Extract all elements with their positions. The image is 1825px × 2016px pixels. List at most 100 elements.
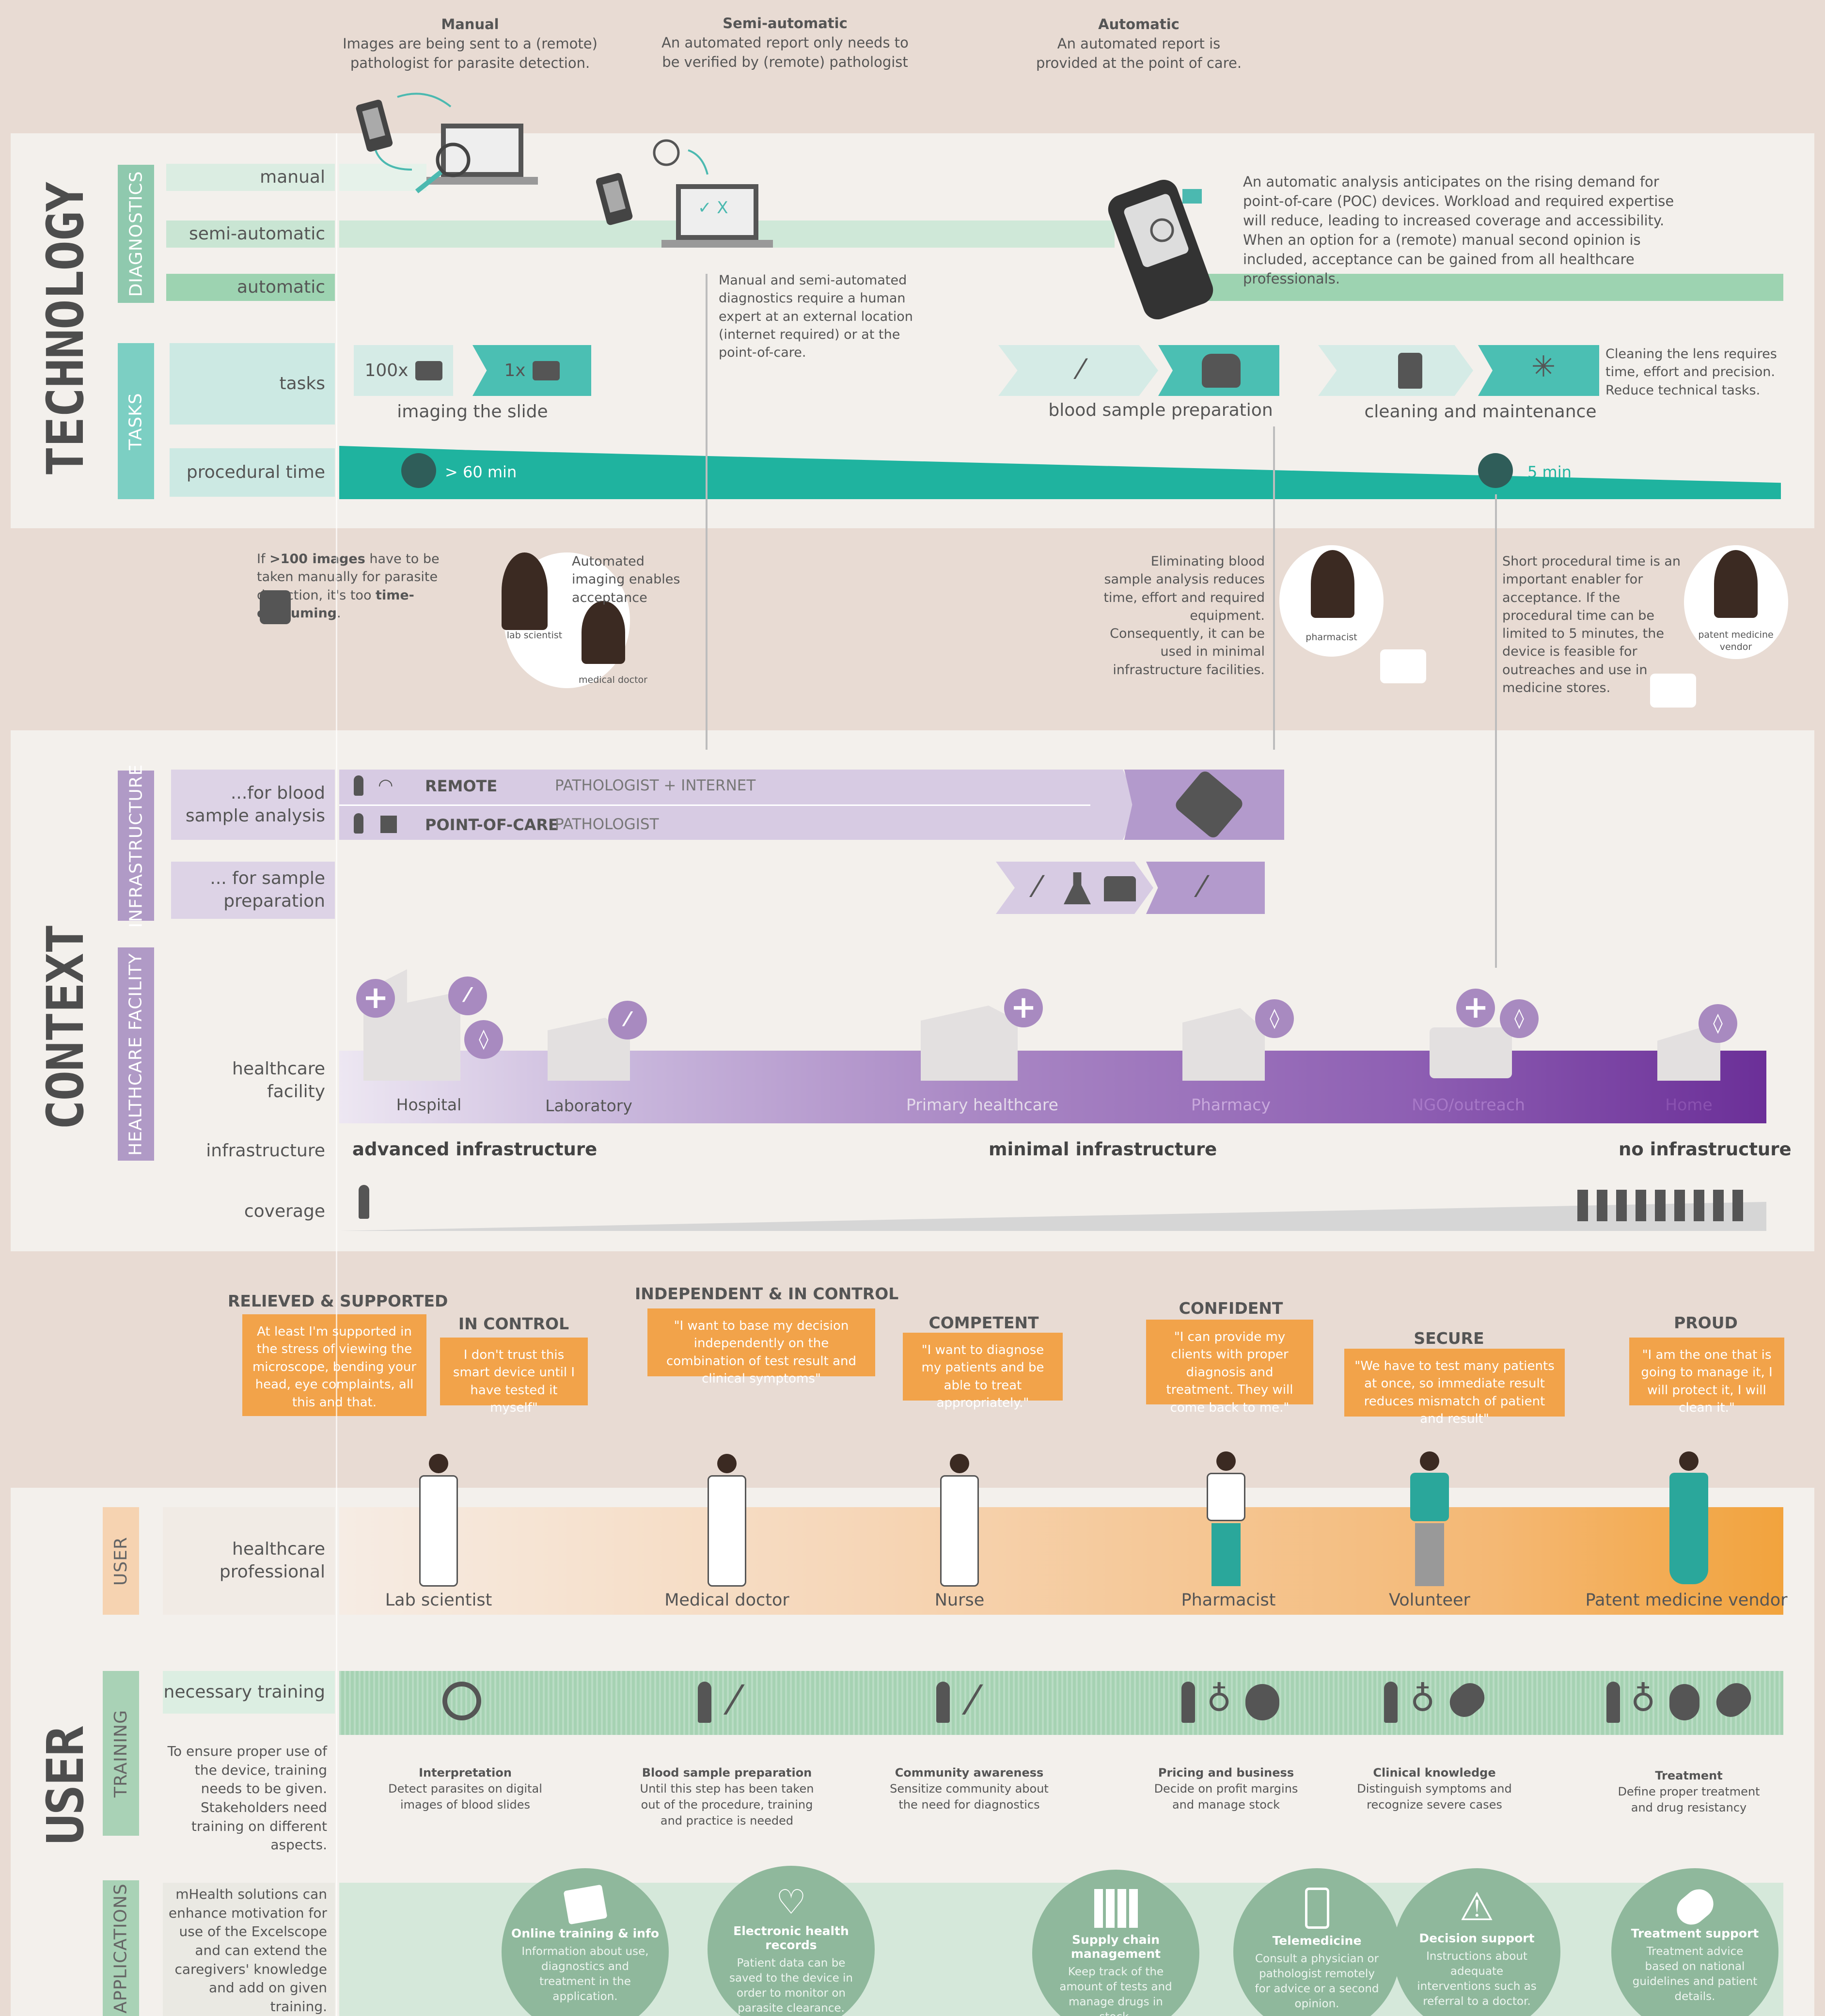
manual-device-icon bbox=[356, 93, 538, 193]
prof-pharmacist: Pharmacist bbox=[1181, 1591, 1276, 1610]
task-1x: 1x bbox=[472, 345, 591, 396]
person-icon bbox=[1384, 1682, 1398, 1723]
training-note: To ensure proper use of the device, trai… bbox=[167, 1743, 327, 1853]
coverage-label: coverage bbox=[244, 1201, 325, 1221]
technology-title: TECHNOLOGY bbox=[36, 182, 95, 477]
vendor-portrait bbox=[1714, 550, 1758, 618]
pill-icon: ◊ bbox=[1699, 1004, 1737, 1043]
coins-icon bbox=[1669, 1684, 1699, 1720]
facility-label: healthcare facility bbox=[232, 1059, 325, 1102]
blood-label: blood sample preparation bbox=[1048, 400, 1273, 420]
time-short: 5 min bbox=[1527, 463, 1572, 481]
remote-label: REMOTE bbox=[425, 777, 498, 795]
plus-icon: + bbox=[1004, 989, 1043, 1027]
pipette-icon: ⁄ bbox=[731, 1678, 738, 1724]
pipette-icon: ⁄ bbox=[1078, 354, 1083, 385]
tasks-tab: TASKS bbox=[118, 343, 154, 499]
automatic-note: An automatic analysis anticipates on the… bbox=[1243, 173, 1674, 287]
emotion-title-competent: COMPETENT bbox=[928, 1313, 1039, 1332]
manual-bar bbox=[339, 164, 426, 191]
emotion-quote-relieved: At least I'm supported in the stress of … bbox=[242, 1314, 426, 1416]
emotion-quote-proud: "I am the one that is going to manage it… bbox=[1629, 1338, 1784, 1415]
facility-hospital: Hospital bbox=[396, 1095, 462, 1114]
semi-caption: Semi-automatic An automated report only … bbox=[661, 15, 909, 71]
person-icon bbox=[359, 1185, 369, 1219]
emotion-title-independent: INDEPENDENT & IN CONTROL bbox=[635, 1284, 899, 1303]
pill-icon: ◊ bbox=[1500, 999, 1539, 1038]
emotion-title-incontrol: IN CONTROL bbox=[458, 1314, 569, 1333]
pharmacy-building bbox=[1182, 1008, 1265, 1081]
medical-doctor-figure bbox=[698, 1454, 756, 1599]
professional-gradient-bar bbox=[339, 1507, 1783, 1615]
task-100x: 100x bbox=[354, 345, 453, 396]
training-bar bbox=[339, 1671, 1783, 1735]
row-label-procedural: procedural time bbox=[170, 448, 335, 497]
facility-laboratory: Laboratory bbox=[545, 1096, 632, 1115]
infra-divider bbox=[339, 804, 1090, 806]
row-label-manual: manual bbox=[166, 164, 335, 191]
arrow-semi bbox=[706, 730, 708, 750]
semi-manual-note: Manual and semi-automated diagnostics re… bbox=[719, 273, 913, 360]
clock-icon bbox=[1478, 453, 1513, 488]
people-group-icon bbox=[1577, 1190, 1752, 1221]
nurse-figure bbox=[930, 1454, 989, 1599]
thumbs-down-icon bbox=[260, 590, 291, 624]
emotion-quote-incontrol: I don't trust this smart device until I … bbox=[440, 1338, 588, 1415]
training-label: necessary training bbox=[163, 1671, 335, 1714]
diagnostics-tab: DIAGNOSTICS bbox=[118, 165, 154, 303]
pipette-icon: ⁄ bbox=[969, 1678, 976, 1724]
pill-icon: ◊ bbox=[464, 1020, 503, 1059]
cleaning-note: Cleaning the lens requires time, effort … bbox=[1605, 346, 1777, 398]
prof-lab-scientist: Lab scientist bbox=[385, 1591, 492, 1610]
blood-infra-label: ...for blood sample analysis bbox=[171, 770, 335, 840]
pipette-icon: ⁄ bbox=[448, 976, 487, 1015]
tap-icon bbox=[1104, 876, 1136, 901]
pipette-icon: ⁄ bbox=[608, 1001, 647, 1040]
bar-chart-icon bbox=[1094, 1889, 1138, 1928]
arrow-blood bbox=[1273, 426, 1275, 751]
row-label-tasks: tasks bbox=[170, 343, 335, 425]
magnifier-icon bbox=[442, 1682, 481, 1720]
arrow-semi bbox=[706, 274, 708, 751]
prof-medical-doctor: Medical doctor bbox=[664, 1591, 789, 1610]
automatic-bar bbox=[1163, 274, 1783, 301]
no-infra: no infrastructure bbox=[1619, 1139, 1792, 1160]
lab-scientist-caption: lab scientist bbox=[506, 630, 563, 641]
automatic-device-icon bbox=[1108, 179, 1213, 320]
emotion-title-confident: CONFIDENT bbox=[1179, 1299, 1283, 1318]
wifi-icon: ◠ bbox=[378, 775, 393, 795]
building-icon bbox=[380, 816, 397, 833]
lab-scientist-figure bbox=[409, 1454, 468, 1599]
vendor-caption: patent medicine vendor bbox=[1698, 630, 1774, 652]
vendor-figure bbox=[1660, 1451, 1718, 1597]
facility-pharmacy: Pharmacy bbox=[1191, 1095, 1271, 1114]
infrastructure-label: infrastructure bbox=[206, 1140, 325, 1161]
column-divider bbox=[336, 133, 337, 2016]
person-icon bbox=[354, 813, 363, 834]
auto-caption: Automatic An automated report is provide… bbox=[1036, 16, 1242, 72]
task-blood-1 bbox=[998, 345, 1158, 396]
stethoscope-icon: ♁ bbox=[1631, 1679, 1656, 1719]
pharmacist-figure bbox=[1197, 1451, 1255, 1597]
spray-icon bbox=[1398, 353, 1422, 389]
task-clean-1 bbox=[1318, 345, 1473, 396]
poc-req: PATHOLOGIST bbox=[555, 816, 659, 833]
lab-scientist-portrait bbox=[502, 552, 548, 630]
short-time-quote: Short procedural time is an important en… bbox=[1502, 554, 1681, 695]
arrow-blood bbox=[1273, 730, 1275, 750]
camera-icon bbox=[532, 361, 560, 380]
tablet-icon bbox=[563, 1884, 607, 1925]
user-title: USER bbox=[36, 1727, 95, 1845]
manual-caption: Manual Images are being sent to a (remot… bbox=[343, 16, 598, 72]
plus-icon: + bbox=[1456, 989, 1495, 1027]
sparkle-icon: ✳ bbox=[1531, 350, 1556, 384]
emotion-title-relieved: RELIEVED & SUPPORTED bbox=[228, 1292, 448, 1310]
task-clean-2 bbox=[1478, 345, 1599, 396]
